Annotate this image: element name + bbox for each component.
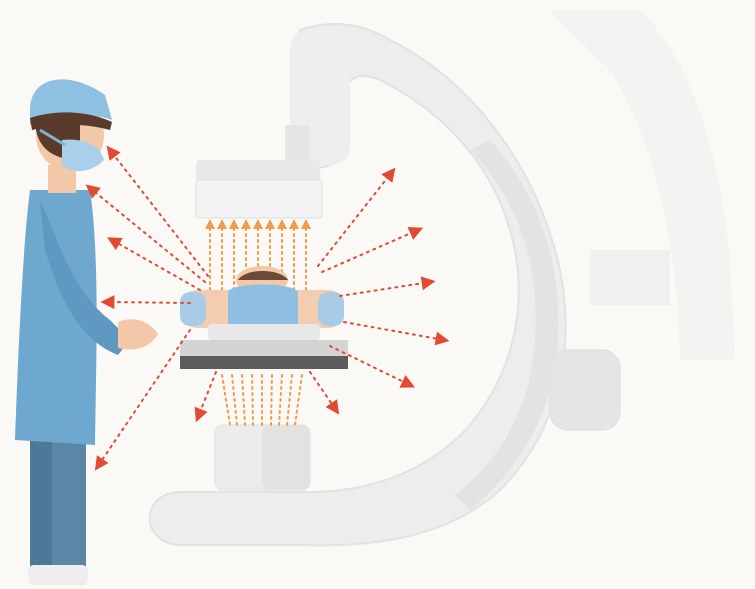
xray-detector bbox=[196, 125, 322, 218]
scatter-arrow-8 bbox=[318, 172, 392, 266]
scatter-arrow-7 bbox=[310, 372, 336, 410]
scatter-arrow-1 bbox=[110, 150, 208, 276]
beam-below-table bbox=[222, 375, 302, 425]
scatter-arrow-2 bbox=[90, 188, 205, 282]
surgeon bbox=[15, 79, 158, 585]
c-arm bbox=[150, 24, 566, 545]
scatter-arrow-4 bbox=[106, 302, 190, 303]
scatter-arrow-11 bbox=[344, 322, 444, 340]
scatter-arrow-9 bbox=[322, 230, 418, 272]
xray-tube bbox=[215, 425, 310, 490]
background-gantry bbox=[548, 10, 735, 360]
patient bbox=[180, 266, 344, 340]
scatter-arrow-6 bbox=[198, 372, 216, 417]
operating-table bbox=[180, 340, 348, 369]
scatter-arrow-10 bbox=[340, 282, 430, 296]
c-arm-knob bbox=[550, 350, 620, 430]
